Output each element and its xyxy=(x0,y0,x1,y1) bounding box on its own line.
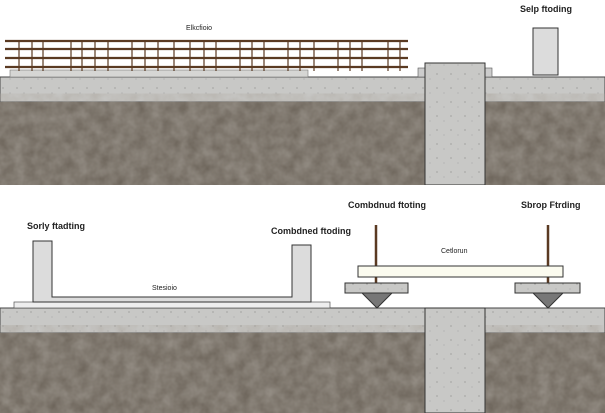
pad-wedge xyxy=(531,292,565,309)
column-pit xyxy=(424,307,486,413)
combined-footing-label: Combdned ftoding xyxy=(271,226,351,236)
u-footing xyxy=(32,240,312,303)
strap-beam xyxy=(357,265,564,278)
footing-pad xyxy=(514,282,581,294)
slab xyxy=(9,69,309,78)
mesh-label: Elkcfioio xyxy=(186,25,213,32)
base-plate xyxy=(13,301,331,309)
beam-label: Cetlorun xyxy=(441,248,468,255)
slab-label: Stesioio xyxy=(152,285,177,292)
column xyxy=(532,27,559,76)
concrete-layer xyxy=(0,76,605,103)
strap-footing-label: Sbrop Ftrding xyxy=(521,200,581,210)
pad-wedge xyxy=(360,292,394,309)
concrete-layer xyxy=(0,307,605,334)
column-pit xyxy=(424,62,486,186)
footing-pad xyxy=(344,282,409,294)
top-panel xyxy=(0,27,605,186)
combined-footing-label-right: Combdnud ftoting xyxy=(348,200,426,210)
bottom-panel xyxy=(0,225,605,413)
isolated-footing-label: Selp ftoding xyxy=(520,4,572,14)
rebar-mesh xyxy=(5,39,408,71)
strip-footing-label: Sorly ftadting xyxy=(27,221,85,231)
